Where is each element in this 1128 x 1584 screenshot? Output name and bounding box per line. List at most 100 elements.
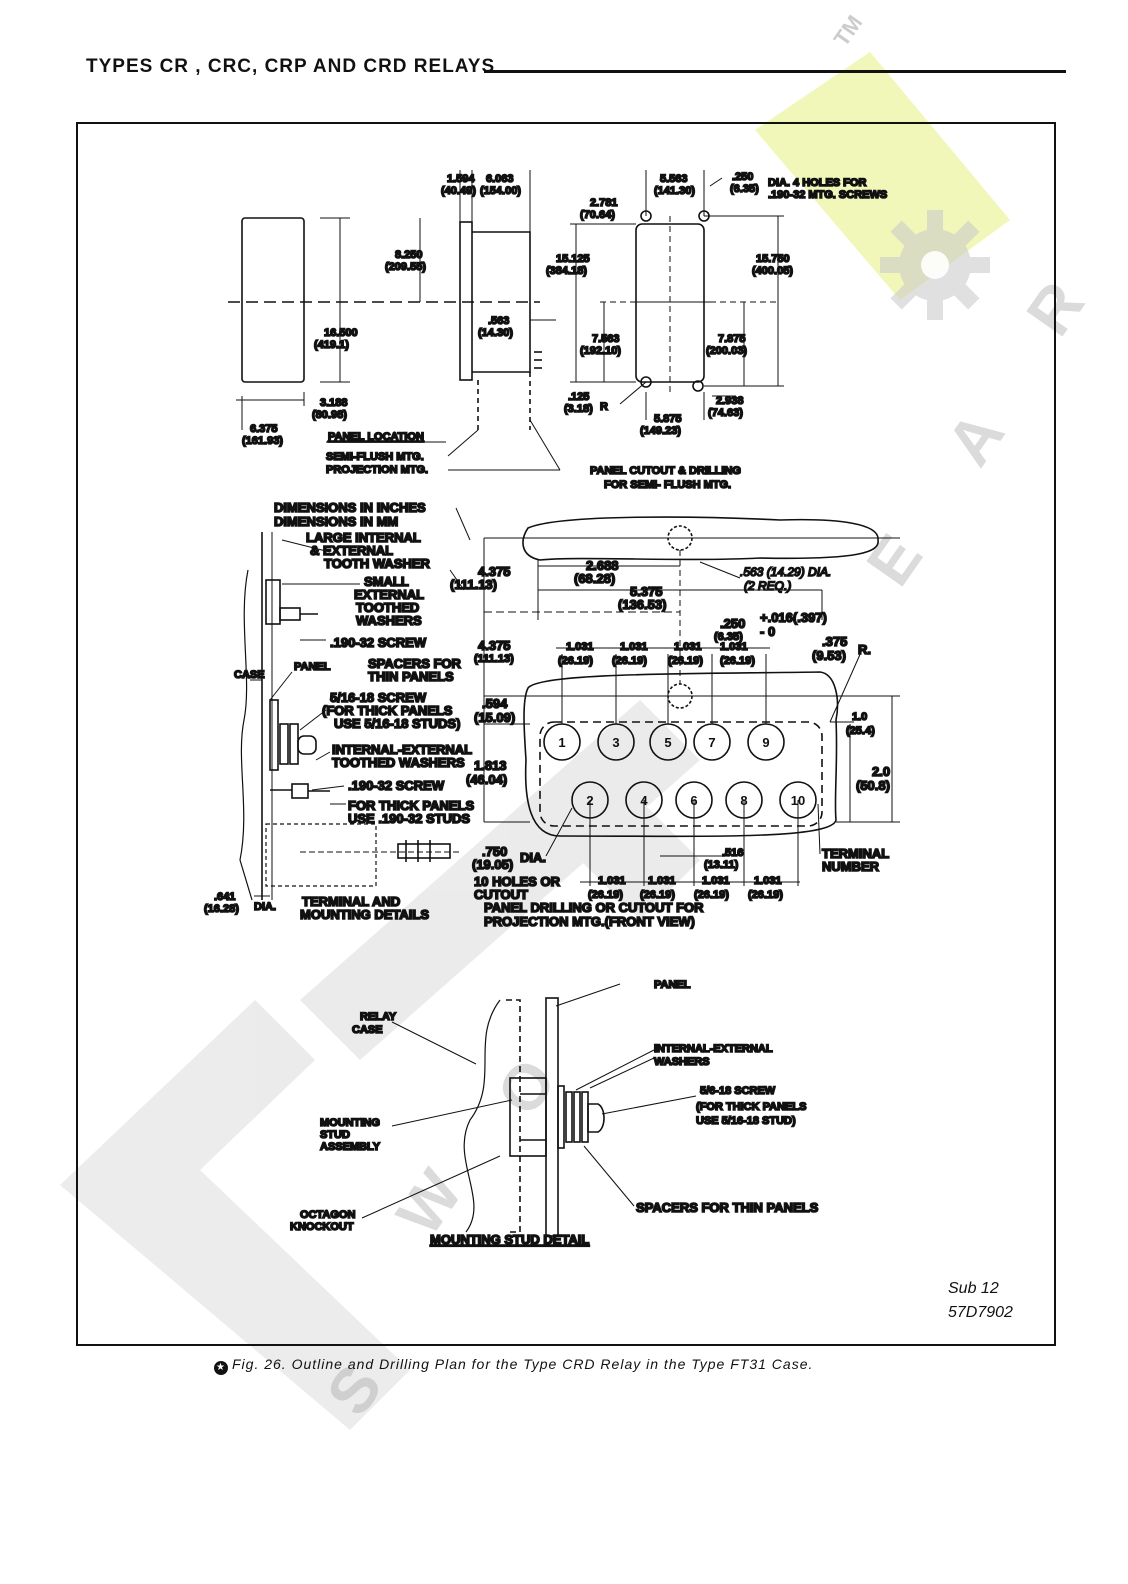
thick-panels-2: USE .190-32 STUDS <box>348 811 470 826</box>
bottom-pitch-mm-0: (26.19) <box>588 889 623 901</box>
dim-7875: 7.875 <box>718 333 746 345</box>
dim-516: .516 <box>722 847 743 859</box>
dim-4375-b: 4.375 <box>478 638 511 653</box>
figure-frame <box>76 122 1056 1346</box>
dia-label: DIA. <box>254 901 276 913</box>
stud-panel-label: PANEL <box>654 979 691 991</box>
tol-3: +.016(.397) <box>760 610 827 625</box>
dimensions-inches: DIMENSIONS IN INCHES <box>274 500 426 515</box>
dim-375: .375 <box>822 634 847 649</box>
stud-assembly <box>509 1077 547 1157</box>
terminal-hole-top-3 <box>693 723 731 761</box>
case-side-body <box>472 231 531 373</box>
mtg-hole-bl <box>640 376 652 388</box>
small-washer-1: SMALL <box>364 574 409 589</box>
stud-screw-1: 5/6-18 SCREW <box>700 1085 776 1097</box>
top-pitch-mm-0: (26.19) <box>558 655 593 667</box>
washer-label-2: & EXTERNAL <box>310 543 393 558</box>
terminal-details-1: TERMINAL AND <box>302 894 400 909</box>
semi-flush-cutout-view <box>570 170 784 420</box>
dim-15750: 15.750 <box>756 253 790 265</box>
msa-2: STUD <box>320 1129 350 1141</box>
tol-1: .250 <box>720 616 745 631</box>
terminal-hole-bottom-4 <box>779 781 817 819</box>
dim-5375-mm: (136.53) <box>618 597 666 612</box>
terminal-mounting-detail <box>239 507 471 901</box>
dim-516-mm: (13.11) <box>704 859 739 871</box>
dim-5563-mm: (141.30) <box>654 185 695 197</box>
radius-label: R. <box>858 642 871 657</box>
terminal-hole-top-0 <box>543 723 581 761</box>
ie-washer-2: TOOTHED WASHERS <box>332 755 465 770</box>
dim-750-mm: (19.05) <box>472 857 513 872</box>
top-pitch-0: 1.031 <box>566 641 594 653</box>
relay-case-2: CASE <box>352 1024 383 1036</box>
dim-641: .641 <box>214 891 235 903</box>
dim-5875-mm: (149.23) <box>640 425 681 437</box>
case-front-outline <box>241 217 305 383</box>
dim-2688: 2.688 <box>586 558 619 573</box>
tol-2: (6.35) <box>714 631 743 643</box>
dim-5375: 5.375 <box>630 584 663 599</box>
panel-section <box>545 997 559 1237</box>
top-pitch-3: 1.031 <box>720 641 748 653</box>
dim-1813: 1.813 <box>474 758 507 773</box>
dim-375-mm: (9.53) <box>812 648 846 663</box>
holes-note-1: DIA. 4 HOLES FOR <box>768 177 866 189</box>
terminal-number-1: TERMINAL <box>822 846 889 861</box>
case-outline-view <box>228 170 561 471</box>
washer-label-1: LARGE INTERNAL <box>306 530 421 545</box>
bottom-pitch-3: 1.031 <box>754 875 782 887</box>
dim-6375: 6.375 <box>250 423 278 435</box>
terminal-number-label: 6 <box>690 793 697 808</box>
case-label: CASE <box>234 669 265 681</box>
dim-10-mm: (25.4) <box>846 725 875 737</box>
hole-note-1: .563 (14.29) DIA. <box>740 565 831 579</box>
dim-750: .750 <box>482 844 507 859</box>
dim-4375-a-mm: (111.13) <box>450 577 497 592</box>
radius-r: R <box>600 401 608 413</box>
relay-case-1: RELAY <box>360 1011 397 1023</box>
bottom-pitch-mm-3: (26.19) <box>748 889 783 901</box>
stud-ie-2: WASHERS <box>654 1056 710 1068</box>
dim-3188: 3.188 <box>320 397 348 409</box>
holes-note-2: .190-32 MTG. SCREWS <box>768 189 887 201</box>
dim-7563: 7.563 <box>592 333 620 345</box>
dim-1594: 1.594 <box>447 173 475 185</box>
terminal-hole-top-1 <box>597 723 635 761</box>
top-pitch-mm-3: (26.19) <box>720 655 755 667</box>
terminal-hole-bottom-3 <box>725 781 763 819</box>
dim-10: 1.0 <box>852 711 867 723</box>
panel-label: PANEL <box>294 661 331 673</box>
cutout-dashed-outline <box>539 721 823 827</box>
dim-4375-b-mm: (111.13) <box>474 653 514 665</box>
dim-16500: 16.500 <box>324 327 358 339</box>
screw-516-3: USE 5/16-18 STUDS) <box>334 716 460 731</box>
dim-6375-mm: (161.93) <box>242 435 283 447</box>
caption-text: Fig. 26. Outline and Drilling Plan for t… <box>232 1356 814 1372</box>
panel-strip-bottom <box>523 671 839 838</box>
drilling-title-2: PROJECTION MTG.(FRONT VIEW) <box>484 914 695 929</box>
dim-16500-mm: (419.1) <box>314 339 349 351</box>
msa-3: ASSEMBLY <box>320 1141 381 1153</box>
panel-strip-top <box>522 516 879 561</box>
dim-5875: 5.875 <box>654 413 682 425</box>
screw-516-2: (FOR THICK PANELS <box>322 703 453 718</box>
page-header: TYPES CR , CRC, CRP AND CRD RELAYS <box>86 56 1066 80</box>
dim-15125: 15.125 <box>556 253 590 265</box>
dim-641-mm: (16.28) <box>204 903 239 915</box>
dim-4375-a: 4.375 <box>478 564 511 579</box>
terminal-hole-bottom-1 <box>625 781 663 819</box>
stud-detail-title: MOUNTING STUD DETAIL <box>430 1232 589 1247</box>
spacers-1: SPACERS FOR <box>368 656 462 671</box>
dim-594-mm: (15.09) <box>474 710 515 725</box>
holes-2: CUTOUT <box>474 887 528 902</box>
terminal-hole-top-2 <box>649 723 687 761</box>
dim-2781: 2.781 <box>590 197 618 209</box>
dia-750-label: DIA. <box>520 850 546 865</box>
msa-1: MOUNTING <box>320 1117 380 1129</box>
dim-250-mm: (6.35) <box>730 183 759 195</box>
dim-125-mm: (3.18) <box>564 403 593 415</box>
